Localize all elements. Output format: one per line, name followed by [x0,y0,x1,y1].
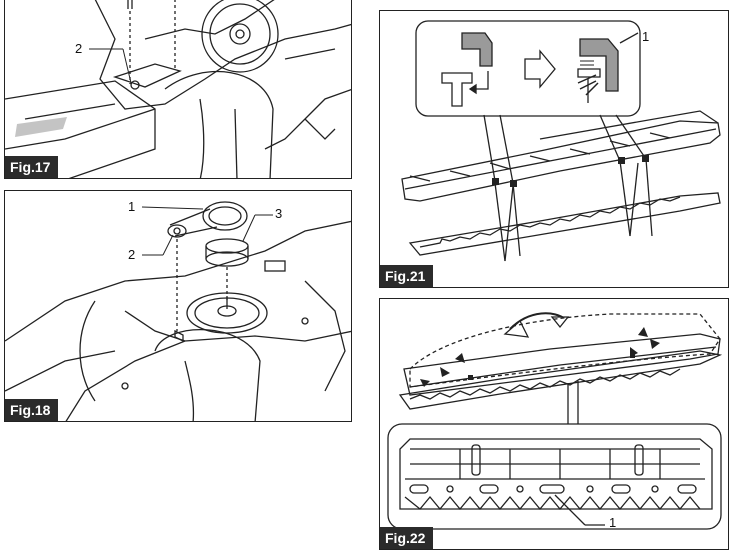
fig22-label: Fig.22 [380,527,434,549]
fig17-label: Fig.17 [5,156,59,178]
fig22-callout-1: 1 [609,515,617,530]
fig18-callout-3: 3 [275,206,283,221]
figure-21-illustration [401,20,721,262]
figure-18-illustration [5,201,351,421]
fig18-callout-2: 2 [128,247,136,262]
figure-17-illustration [5,0,351,178]
fig18-label: Fig.18 [5,399,59,421]
figure-22-illustration [387,312,723,530]
fig17-callout-2: 2 [75,41,83,56]
fig21-callout-1: 1 [642,29,650,44]
figure-22-panel: 1 Fig.22 [379,298,729,550]
fig18-callout-1: 1 [128,199,136,214]
figure-21-panel: 1 Fig.21 [379,10,729,288]
fig21-label: Fig.21 [380,265,434,287]
figure-18-panel: 1 2 3 Fig.18 [4,190,352,422]
figure-17-panel: 2 Fig.17 [4,0,352,179]
